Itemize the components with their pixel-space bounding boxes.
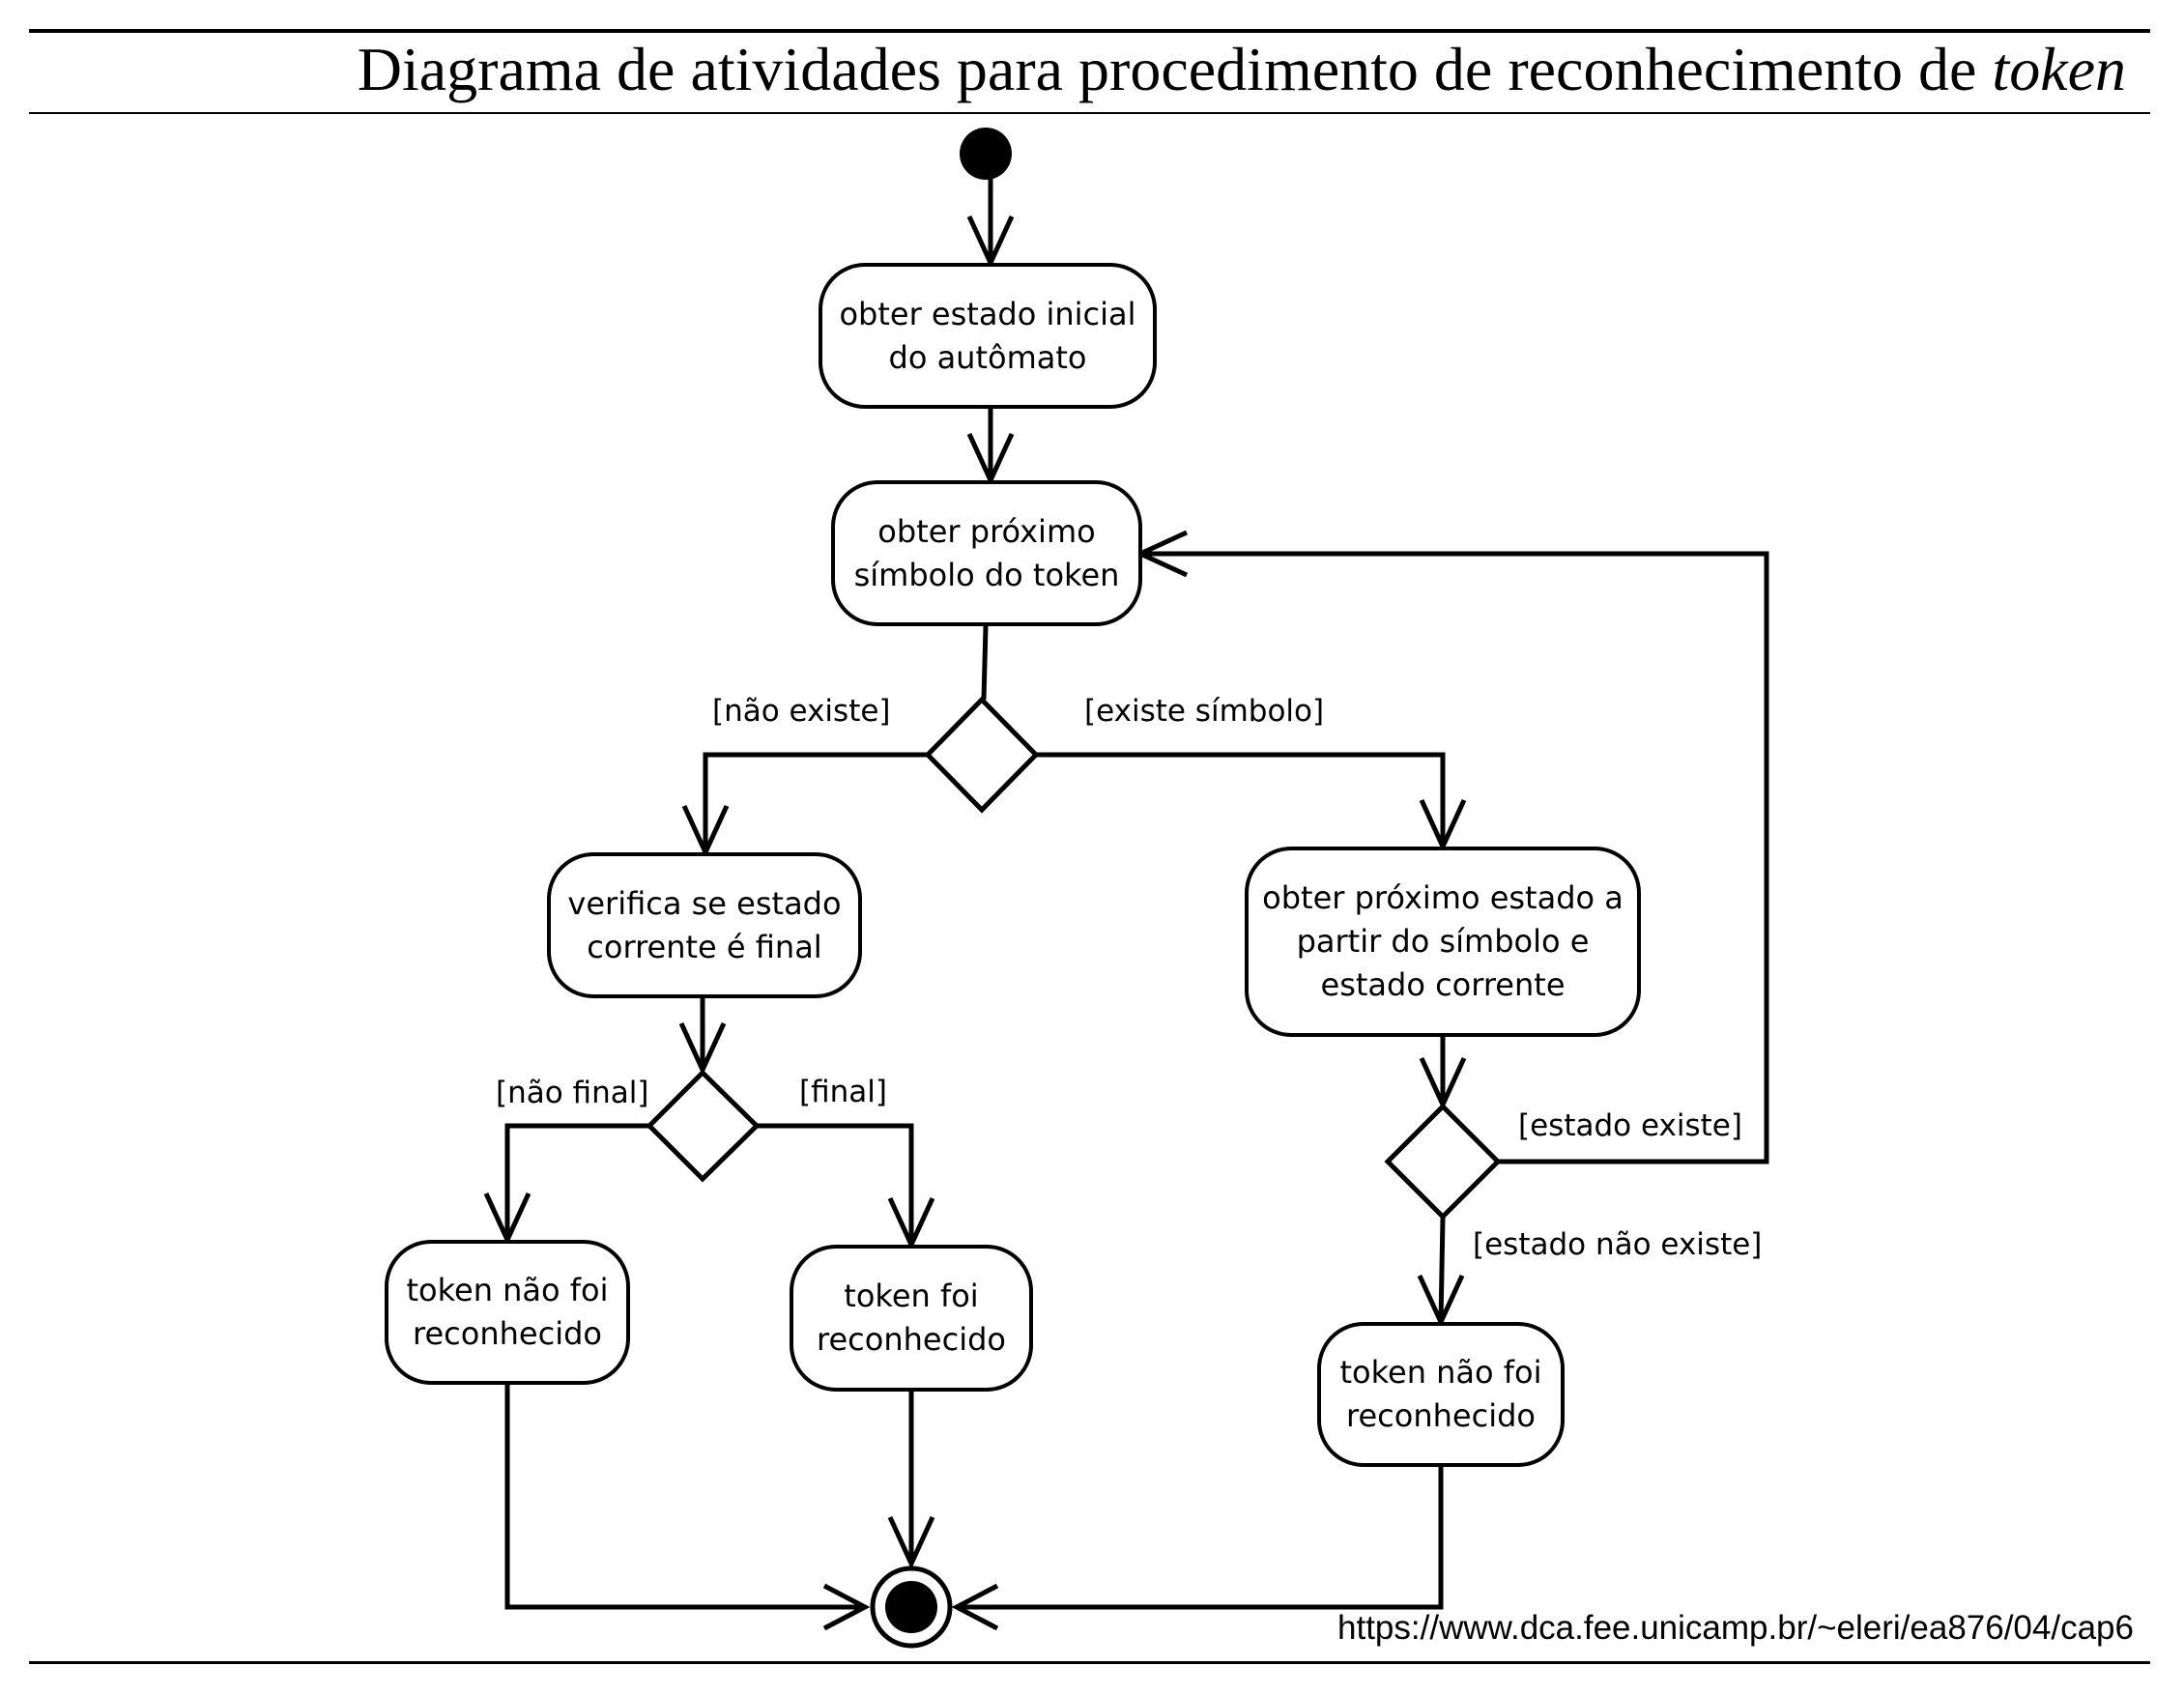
- guard-final: [final]: [799, 1075, 887, 1109]
- initial-node: [960, 128, 1012, 180]
- edge-right-to-final: [957, 1467, 1444, 1610]
- arrowhead: [822, 1583, 871, 1631]
- arrowhead: [951, 1583, 999, 1631]
- bottom-rule: [29, 1661, 2150, 1664]
- guard-state-exists: [estado existe]: [1518, 1108, 1742, 1143]
- edge-not-final: [504, 1123, 649, 1240]
- action-check-final: verifica se estado corrente é final: [547, 852, 862, 998]
- diagram-title: Diagrama de atividades para procedimento…: [29, 31, 2150, 108]
- edge-final: [757, 1123, 914, 1245]
- action-not-recognized-right: token não foi reconhecido: [1317, 1322, 1565, 1467]
- title-text: Diagrama de atividades para procedimento…: [357, 35, 1993, 103]
- action-next-state: obter próximo estado a partir do símbolo…: [1245, 847, 1641, 1037]
- edge-no-symbol: [703, 752, 928, 852]
- guard-no-symbol: [não existe]: [712, 694, 891, 729]
- edge-state-missing: [1438, 1217, 1446, 1323]
- guard-not-final: [não final]: [496, 1076, 649, 1110]
- action-not-recognized-left: token não foi reconhecido: [385, 1240, 630, 1385]
- decision-state-exists: [1384, 1103, 1502, 1221]
- source-url: https://www.dca.fee.unicamp.br/~eleri/ea…: [1337, 1609, 2134, 1647]
- edge-next-symbol-to-decision: [981, 625, 989, 701]
- decision-is-final: [646, 1069, 761, 1183]
- guard-state-missing: [estado não existe]: [1473, 1227, 1763, 1262]
- title-emphasis: token: [1992, 35, 2126, 103]
- arrowhead: [887, 1515, 935, 1570]
- edge-left-to-final: [504, 1385, 865, 1610]
- guard-has-symbol: [existe símbolo]: [1084, 694, 1325, 729]
- edge-state-exists-loop: [1140, 551, 1769, 1164]
- action-recognized: token foi reconhecido: [790, 1245, 1033, 1392]
- title-rule: [29, 112, 2150, 114]
- final-node-core: [885, 1581, 937, 1633]
- decision-symbol-exists: [924, 696, 1040, 814]
- action-next-symbol: obter próximo símbolo do token: [831, 480, 1142, 626]
- top-rule: [29, 29, 2150, 33]
- edge-has-symbol: [1036, 752, 1446, 847]
- action-init-state: obter estado inicial do autômato: [819, 263, 1157, 409]
